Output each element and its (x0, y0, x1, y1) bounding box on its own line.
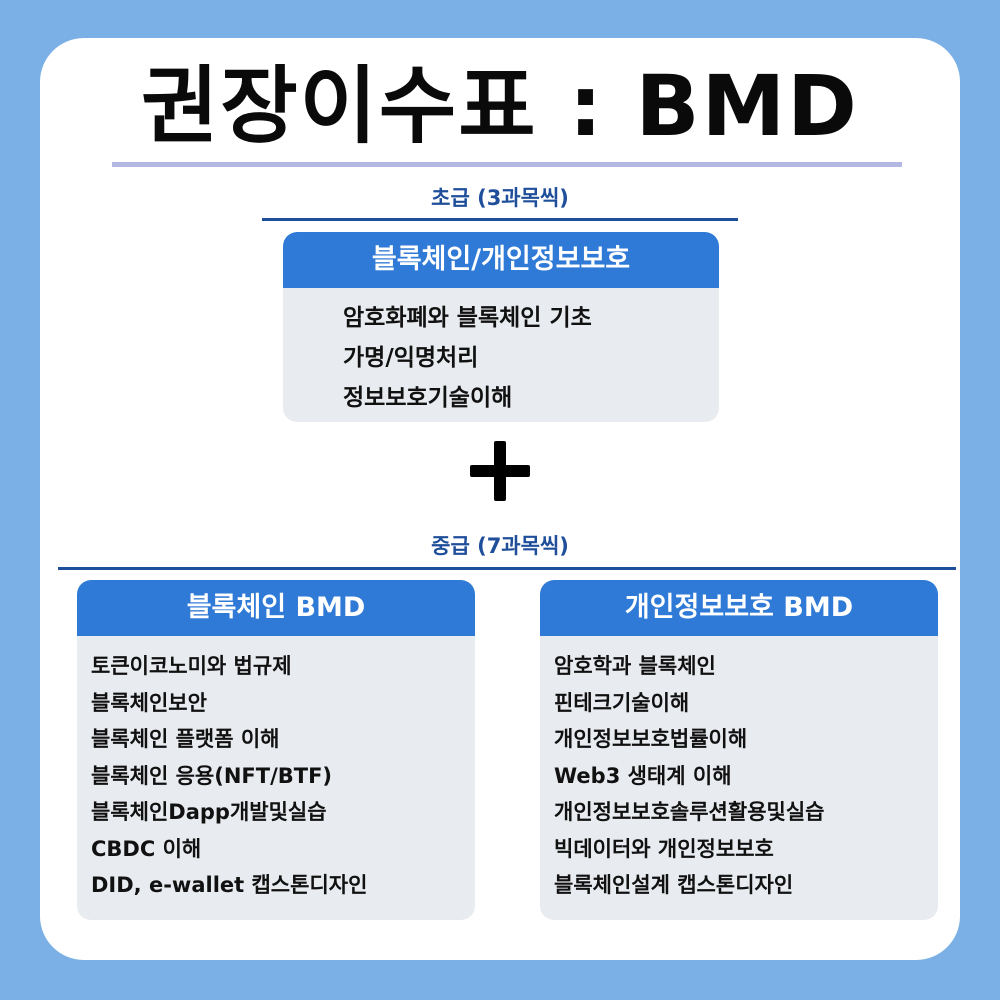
title-divider (112, 162, 902, 167)
basic-course-header: 블록체인/개인정보보호 (283, 232, 719, 288)
privacy-bmd-header: 개인정보보호 BMD (540, 580, 938, 636)
basic-level-label: 초급 (3과목씩) (431, 186, 569, 210)
basic-course-box: 블록체인/개인정보보호 암호화폐와 블록체인 기초 가명/익명처리 정보보호기술… (283, 232, 719, 422)
list-item: 블록체인설계 캡스톤디자인 (554, 873, 794, 897)
page-title: 권장이수표 : BMD (141, 57, 859, 155)
list-item: 개인정보보호법률이해 (554, 727, 748, 751)
intermediate-level-label: 중급 (7과목씩) (431, 534, 569, 558)
list-item: 정보보호기술이해 (343, 385, 513, 411)
privacy-bmd-box: 개인정보보호 BMD 암호학과 블록체인 핀테크기술이해 개인정보보호법률이해 … (540, 580, 938, 920)
blockchain-bmd-list: 토큰이코노미와 법규제 블록체인보안 블록체인 플랫폼 이해 블록체인 응용(N… (77, 636, 475, 904)
list-item: 암호학과 블록체인 (554, 654, 716, 678)
basic-level-divider (262, 218, 738, 221)
list-item: 블록체인 플랫폼 이해 (91, 727, 280, 751)
list-item: 암호화폐와 블록체인 기초 (343, 305, 592, 331)
list-item: 블록체인 응용(NFT/BTF) (91, 763, 333, 788)
list-item: 빅데이터와 개인정보보호 (554, 836, 774, 861)
list-item: 가명/익명처리 (343, 345, 479, 371)
plus-icon (470, 441, 530, 501)
intermediate-level-divider (58, 567, 956, 570)
list-item: 토큰이코노미와 법규제 (91, 654, 292, 678)
list-item: CBDC 이해 (91, 836, 202, 861)
list-item: DID, e-wallet 캡스톤디자인 (91, 873, 368, 897)
privacy-bmd-list: 암호학과 블록체인 핀테크기술이해 개인정보보호법률이해 Web3 생태계 이해… (540, 636, 938, 904)
blockchain-bmd-box: 블록체인 BMD 토큰이코노미와 법규제 블록체인보안 블록체인 플랫폼 이해 … (77, 580, 475, 920)
basic-course-list: 암호화폐와 블록체인 기초 가명/익명처리 정보보호기술이해 (283, 288, 719, 418)
list-item: 블록체인보안 (91, 690, 207, 715)
list-item: 개인정보보호솔루션활용및실습 (554, 800, 825, 824)
list-item: Web3 생태계 이해 (554, 763, 732, 788)
blockchain-bmd-header: 블록체인 BMD (77, 580, 475, 636)
list-item: 블록체인Dapp개발및실습 (91, 800, 327, 824)
list-item: 핀테크기술이해 (554, 690, 690, 715)
